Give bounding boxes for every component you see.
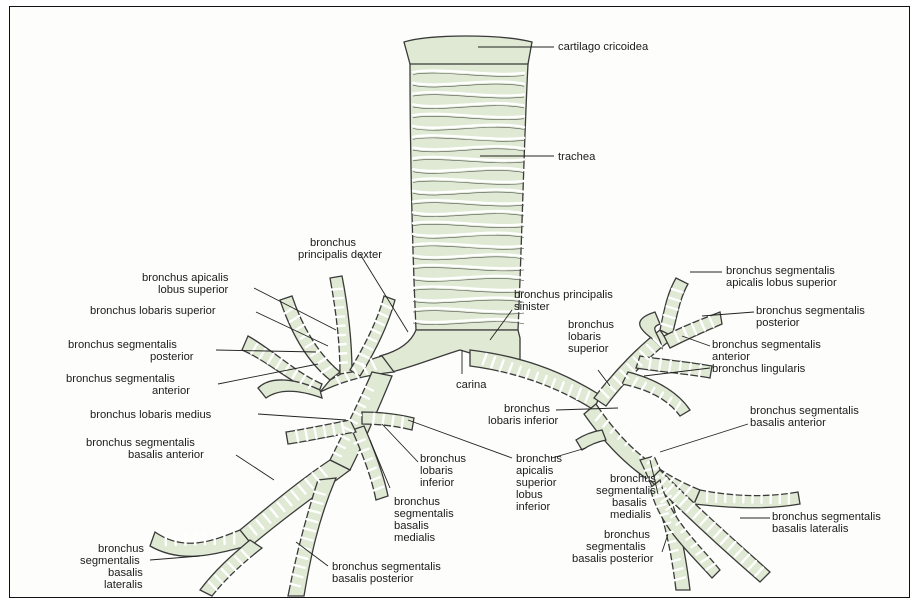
bronchial-ring [336,362,347,363]
bronchial-ring [333,316,344,317]
label-r-segmentalis-basalis-posterior: bronchus segmentalis basalis posterior [332,561,444,585]
bronchial-ring [331,289,342,290]
label-l-segmentalis-basalis-medialis: bronchus segmentalis basalis medialis [596,473,659,521]
label-r-lobaris-medius: bronchus lobaris medius [90,409,212,421]
bronchial-ring [689,364,691,375]
label-l-segmentalis-basalis-lateralis: bronchus segmentalis basalis lateralis [772,511,884,535]
bronchial-ring [392,416,393,427]
label-l-segmentalis-anterior: bronchus segmentalis anterior [712,339,824,363]
label-r-apicalis-lobus-superior: bronchus apicalis lobus superior [142,272,232,296]
bronchial-ring [335,353,346,354]
bronchial-ring [332,298,343,299]
label-trachea: trachea [558,151,596,163]
bronchial-ring [332,307,343,308]
label-bronchus-principalis-dexter: bronchus principalis dexter [298,237,382,261]
label-bronchus-principalis-sinister: bronchus principalis sinister [514,289,616,313]
label-l-lobaris-superior: bronchus lobaris superior [568,319,617,355]
bronchial-ring [699,365,701,376]
bronchial-ring [649,358,651,369]
label-r-segmentalis-basalis-anterior: bronchus segmentalis basalis anterior [86,437,204,461]
label-l-segmentalis-apicalis-lobus-superior: bronchus segmentalis apicalis lobus supe… [726,265,838,289]
bronchial-ring [669,361,671,372]
label-r-segmentalis-basalis-medialis: bronchus segmentalis basalis medialis [394,496,457,544]
bronchial-ring [373,414,374,425]
label-r-segmentalis-anterior: bronchus segmentalis anterior [66,373,190,397]
label-r-segmentalis-posterior: bronchus segmentalis posterior [68,339,194,363]
bronchial-ring [335,344,346,345]
bronchial-ring [334,326,345,327]
label-carina: carina [456,379,487,391]
bronchial-ring [334,335,345,336]
bronchial-ring [659,359,661,370]
bronchial-ring [633,443,640,452]
label-r-segmentalis-basalis-lateralis: bronchus segmentalis basalis lateralis [80,543,147,591]
label-l-segmentalis-basalis-posterior: bronchus segmentalis basalis posterior [572,529,654,565]
bronchial-ring [402,417,403,428]
label-cartilago-cricoidea: cartilago cricoidea [558,41,649,53]
label-r-lobaris-inferior: bronchus lobaris inferior [420,453,469,489]
label-l-lingularis: bronchus lingularis [712,363,806,375]
label-r-lobaris-superior: bronchus lobaris superior [90,305,216,317]
label-apicalis-superior-lobus-inferior: bronchus apicalis superior lobus inferio… [516,453,565,513]
label-l-lobaris-inferior: bronchus lobaris inferior [488,403,559,427]
label-l-segmentalis-basalis-anterior: bronchus segmentalis basalis anterior [750,405,862,429]
label-l-segmentalis-posterior: bronchus segmentalis posterior [756,305,868,329]
bronchial-ring [641,449,648,457]
